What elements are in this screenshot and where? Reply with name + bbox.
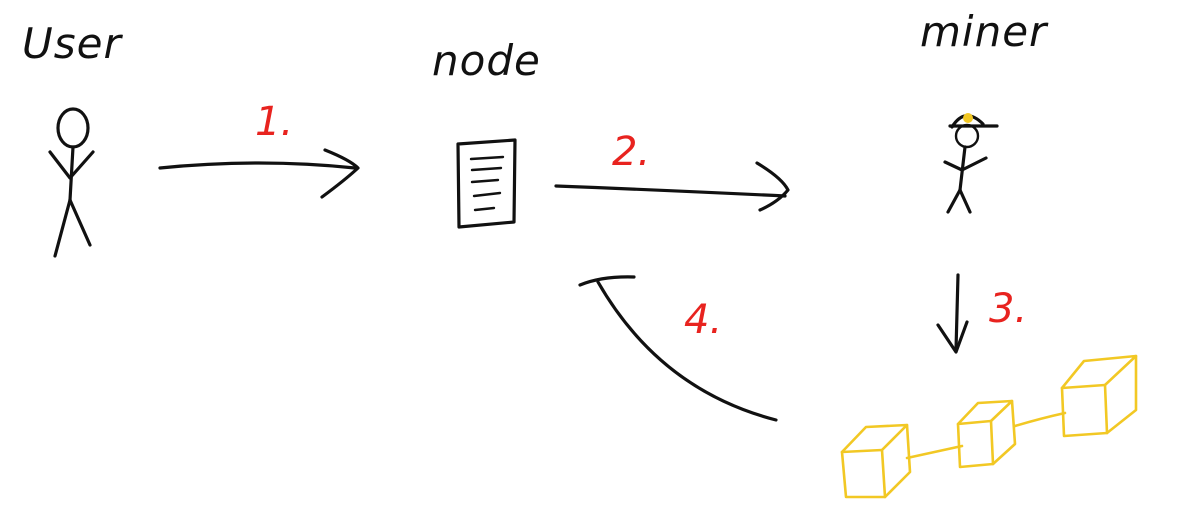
user-label: User xyxy=(22,19,123,68)
blockchain-blocks-icon xyxy=(840,354,1138,499)
arrow-3 xyxy=(936,273,969,354)
block-3 xyxy=(1060,354,1138,438)
step-4-label: 4. xyxy=(684,297,722,343)
node-document-icon xyxy=(456,138,517,229)
miner-label: miner xyxy=(920,7,1049,56)
helmet-light-icon xyxy=(963,113,973,123)
arrow-4 xyxy=(578,275,778,422)
arrow-2 xyxy=(554,161,790,212)
miner-stick-figure-icon xyxy=(943,113,999,214)
block-2 xyxy=(956,399,1017,469)
node-label: node xyxy=(432,36,541,85)
arrow-1 xyxy=(158,148,360,199)
step-2-label: 2. xyxy=(612,129,650,175)
user-stick-figure-icon xyxy=(48,107,95,258)
step-1-label: 1. xyxy=(255,99,293,145)
step-3-label: 3. xyxy=(989,286,1027,332)
block-1 xyxy=(840,423,912,499)
